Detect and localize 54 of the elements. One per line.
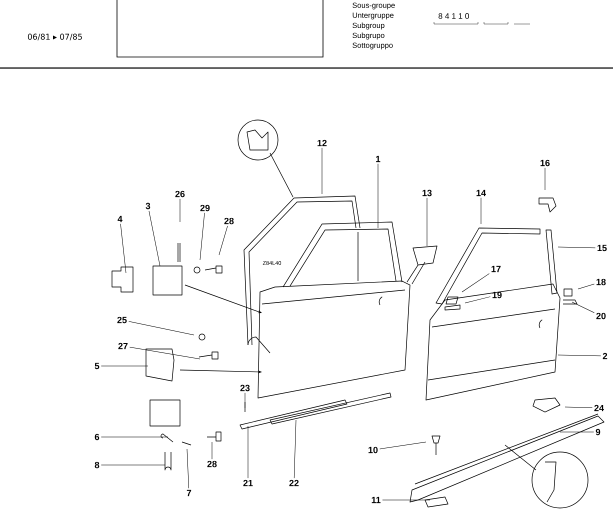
leader-line — [148, 210, 160, 266]
leader-line — [464, 296, 491, 304]
callout-number: 23 — [240, 384, 250, 392]
leader-line — [544, 168, 546, 190]
leader-line — [572, 302, 595, 314]
callout-number: 2 — [602, 352, 608, 360]
callout-number: 28 — [224, 218, 234, 224]
leader-line — [129, 346, 200, 360]
callout-number: 17 — [492, 266, 501, 272]
callout-number: 21 — [243, 480, 253, 486]
callout-number: 25 — [117, 316, 127, 324]
leader-line — [558, 246, 596, 248]
callout-number: 12 — [318, 140, 327, 146]
callout-number: 24 — [594, 404, 604, 412]
callout-number: 14 — [476, 190, 486, 196]
callout-number: 19 — [492, 292, 502, 298]
leader-line — [120, 224, 126, 274]
callout-number: 5 — [94, 362, 100, 370]
callout-number: 27 — [118, 342, 128, 350]
callout-number: 3 — [146, 202, 150, 210]
callout-number: 11 — [372, 496, 380, 504]
callout-number: 15 — [598, 244, 607, 252]
callout-number: 6 — [94, 434, 100, 440]
callout-number: 20 — [596, 312, 606, 320]
leader-line — [462, 273, 490, 292]
callout-number: 4 — [118, 216, 122, 222]
leader-line — [186, 448, 190, 488]
leader-line — [426, 198, 428, 246]
leader-line — [564, 406, 593, 408]
callout-number: 18 — [596, 278, 606, 286]
callout-number: 16 — [540, 160, 550, 166]
callout-number: 1 — [376, 156, 380, 162]
callout-number: 8 — [94, 462, 100, 468]
leader-line — [100, 436, 168, 438]
callout-number: 7 — [186, 490, 192, 496]
leader-line — [578, 284, 595, 290]
subgroup-number: 8 4 1 1 0 — [434, 13, 530, 24]
leader-line — [379, 442, 426, 450]
callout-number: 13 — [422, 190, 432, 196]
callout-number: 29 — [200, 204, 210, 212]
leader-line — [294, 420, 296, 478]
leader-line — [480, 198, 482, 224]
callout-number: 28 — [207, 460, 217, 468]
callout-number: 22 — [289, 480, 299, 486]
callout-number: 26 — [175, 190, 185, 198]
leader-line — [558, 354, 602, 356]
callout-number: 9 — [596, 428, 600, 436]
callout-number: 10 — [368, 446, 378, 454]
leader-line — [128, 321, 194, 336]
date-range: 06/81 ▸ 07/85 — [28, 34, 82, 40]
leader-line — [218, 226, 228, 256]
leader-line — [244, 392, 246, 408]
leader-line — [100, 464, 166, 466]
leader-line — [200, 212, 205, 260]
